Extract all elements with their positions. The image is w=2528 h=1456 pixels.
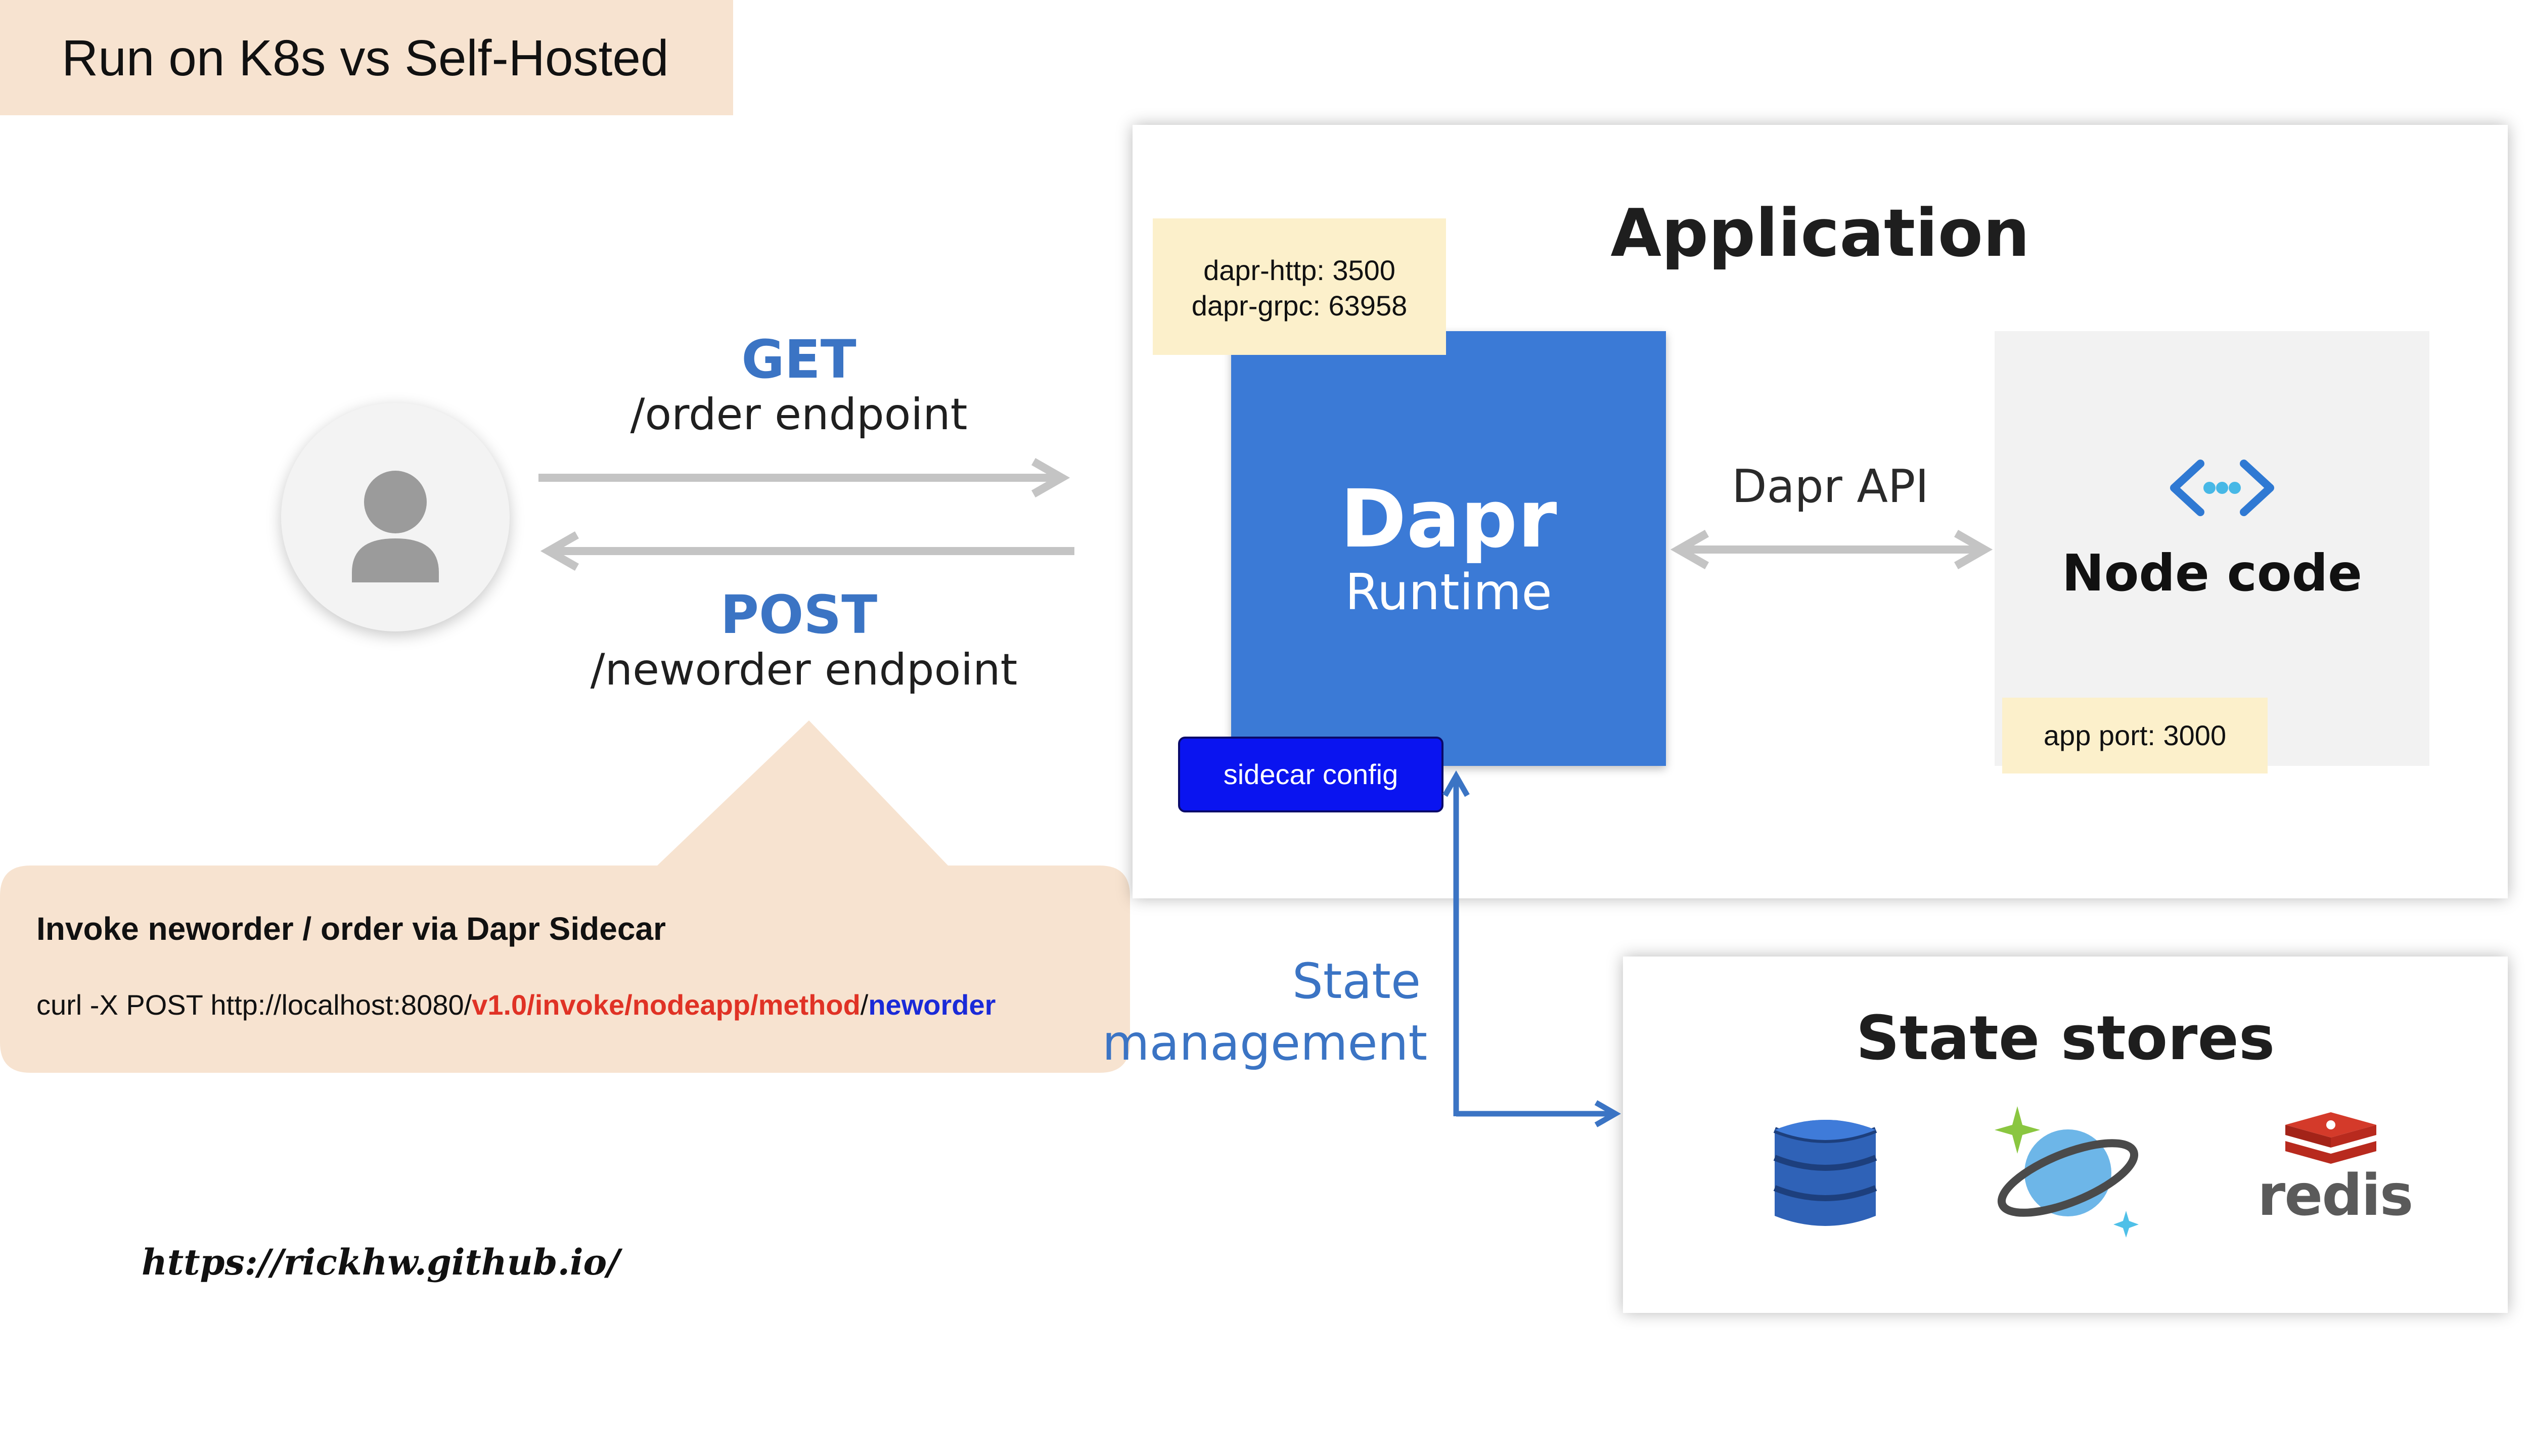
dapr-ports-note: dapr-http: 3500 dapr-grpc: 63958: [1153, 218, 1446, 355]
post-verb-label: POST: [720, 584, 878, 646]
dapr-runtime-box: [1231, 331, 1666, 766]
state-management-label: State management: [1102, 950, 1428, 1074]
dapr-grpc-port: dapr-grpc: 63958: [1191, 290, 1408, 322]
user-avatar: [281, 403, 510, 631]
curl-command-path: v1.0/invoke/nodeapp/method: [472, 989, 861, 1021]
redis-icon: [2285, 1112, 2376, 1164]
title-banner: [0, 0, 733, 115]
page-title: Run on K8s vs Self-Hosted: [62, 30, 669, 86]
dapr-name: Dapr: [1340, 473, 1557, 566]
curl-command-prefix: curl -X POST http://localhost:8080/: [36, 989, 472, 1021]
dynamodb-icon: [1773, 1120, 1877, 1226]
curl-command: curl -X POST http://localhost:8080/v1.0/…: [36, 988, 996, 1021]
dapr-subtitle: Runtime: [1345, 564, 1552, 621]
cosmosdb-icon: [1995, 1106, 2139, 1238]
get-endpoint-label: /order endpoint: [630, 389, 968, 440]
curl-command-method: neworder: [868, 989, 996, 1021]
dapr-api-label: Dapr API: [1732, 460, 1929, 513]
dapr-http-port: dapr-http: 3500: [1203, 254, 1395, 286]
curl-command-slash: /: [860, 989, 869, 1021]
redis-wordmark: redis: [2258, 1163, 2413, 1228]
node-code-box: [1995, 331, 2429, 766]
callout-title: Invoke neworder / order via Dapr Sidecar: [36, 911, 666, 947]
state-management-line1: State: [1292, 953, 1421, 1010]
sidecar-config-button[interactable]: sidecar config: [1178, 737, 1443, 812]
code-brackets-icon: [2170, 460, 2274, 516]
state-stores-title: State stores: [1856, 1004, 2275, 1074]
post-endpoint-label: /neworder endpoint: [590, 645, 1018, 695]
node-code-title: Node code: [2062, 543, 2362, 603]
state-management-line2: management: [1102, 1015, 1428, 1071]
site-url-link[interactable]: https://rickhw.github.io/: [142, 1241, 620, 1283]
app-port-note: app port: 3000: [2002, 698, 2268, 774]
get-verb-label: GET: [741, 329, 856, 390]
person-icon: [352, 471, 439, 582]
application-title: Application: [1610, 195, 2030, 271]
